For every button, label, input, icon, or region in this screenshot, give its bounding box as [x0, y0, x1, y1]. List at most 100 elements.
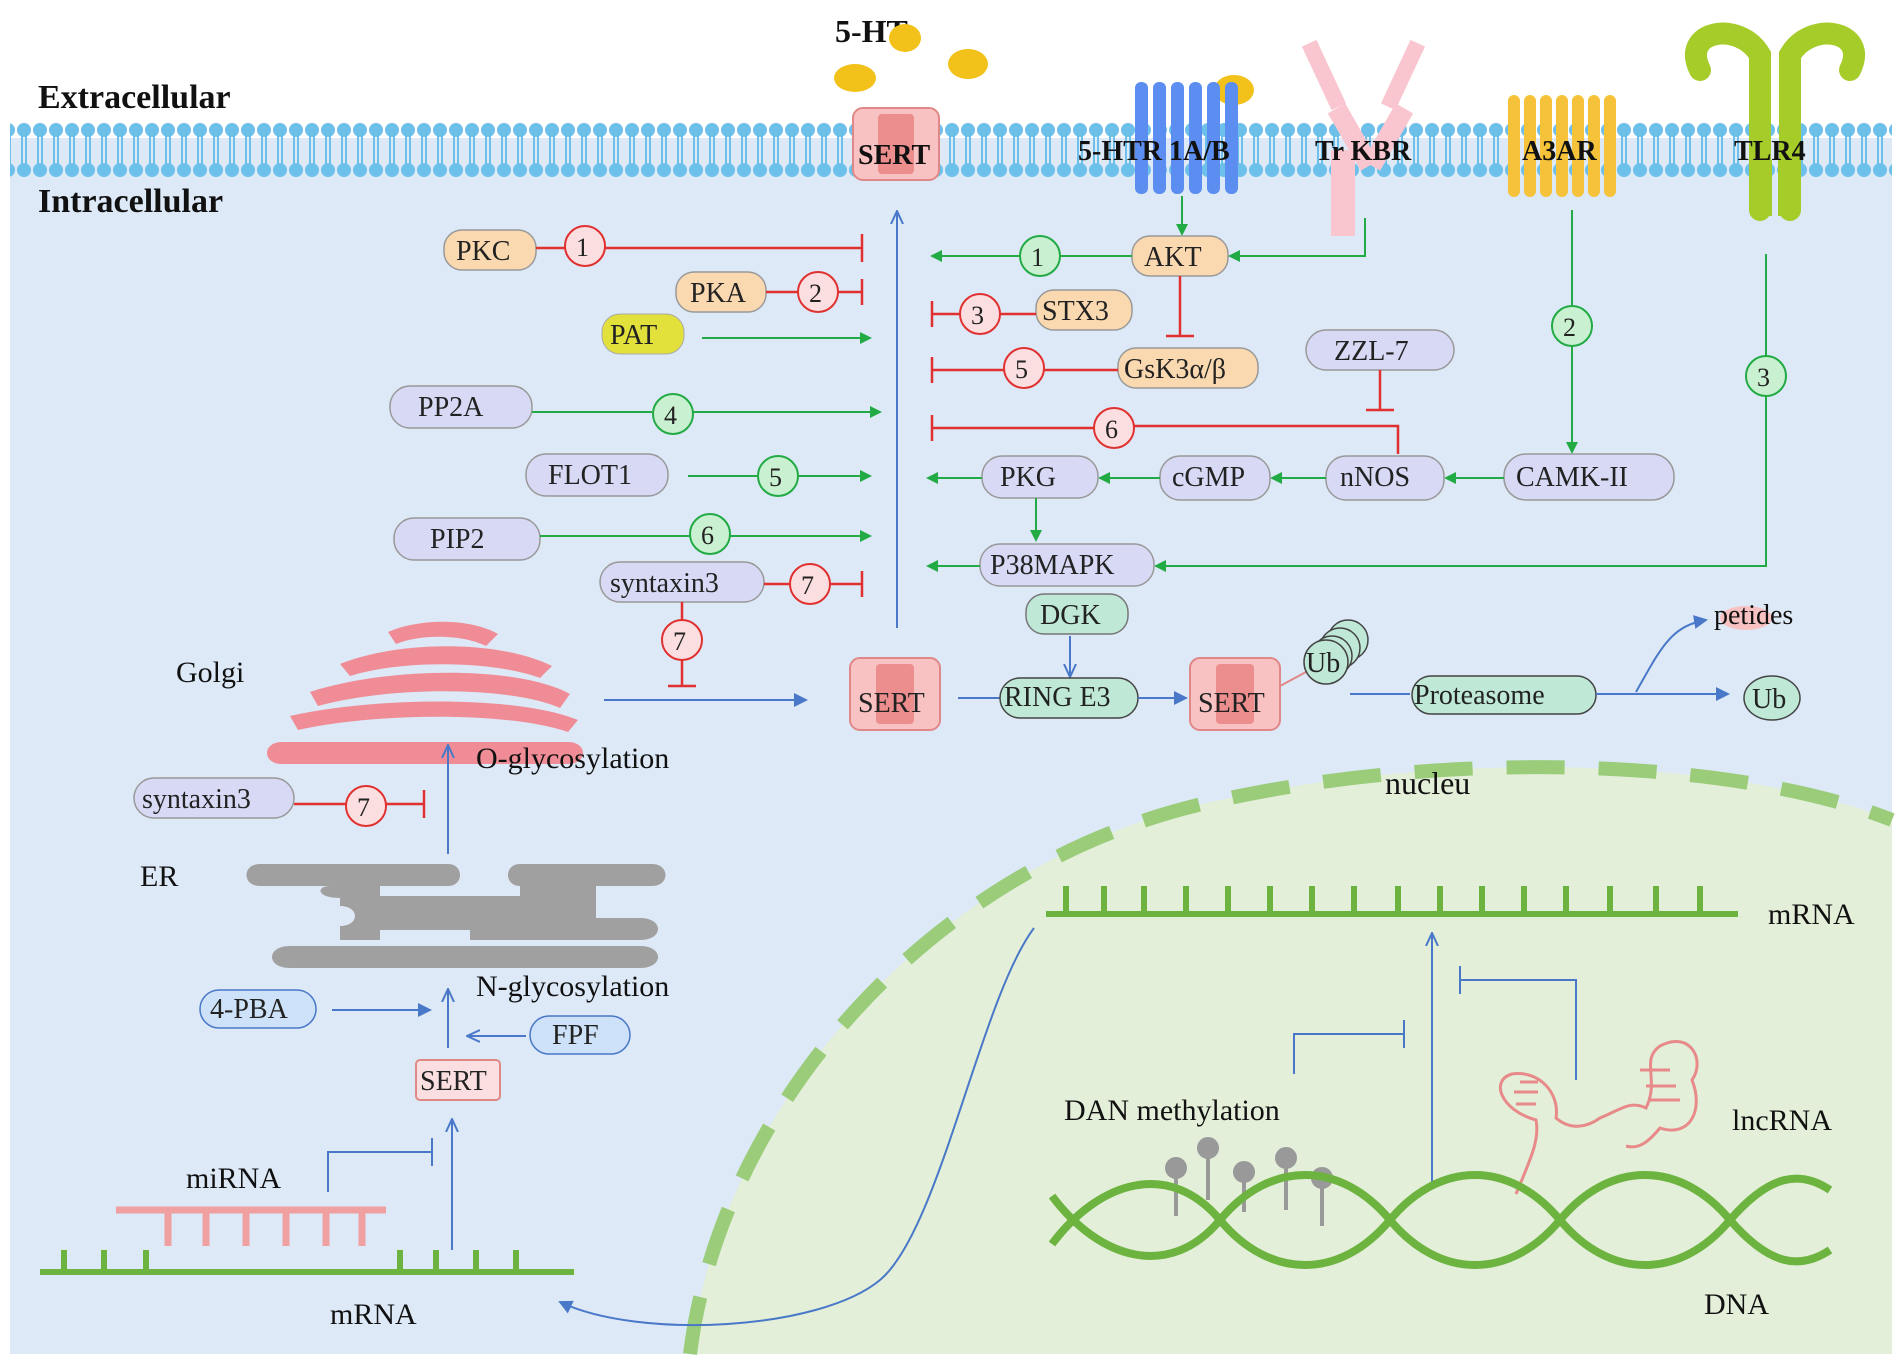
5htr-label: 5-HTR 1A/B	[1078, 136, 1230, 167]
serotonin-molecule	[834, 64, 876, 92]
camk2-label: CAMK-II	[1516, 462, 1628, 493]
syntaxin3-step-number: 7	[801, 571, 814, 600]
pp2a-step-badge	[652, 393, 694, 435]
dgk-node	[1025, 593, 1129, 635]
endoplasmic-reticulum	[246, 864, 666, 968]
a3ar-step-number: 2	[1563, 313, 1576, 342]
tlr4-to-p38-arrow	[1154, 396, 1767, 572]
pba-node	[199, 989, 317, 1029]
ub-free-node	[1743, 675, 1801, 721]
dna-label: DNA	[1704, 1288, 1769, 1321]
lncrna-inhibition	[1460, 979, 1577, 1080]
nuclear-mrna-label: mRNA	[1768, 898, 1855, 931]
stx3-label: STX3	[1042, 296, 1109, 327]
akt-step-number: 1	[1031, 243, 1044, 272]
lncrna-structure	[1499, 1039, 1699, 1195]
syntaxin3-er-step-number: 7	[357, 793, 370, 822]
stx3-step-number: 3	[971, 301, 984, 330]
gsk3-step-number: 5	[1015, 355, 1028, 384]
pat-label: PAT	[610, 320, 657, 351]
syntaxin3-label: syntaxin3	[610, 568, 719, 599]
ring-e3-label: RING E3	[1004, 682, 1111, 713]
pp2a-node	[389, 385, 533, 429]
tlr4-label: TLR4	[1734, 136, 1806, 167]
flot1-label: FLOT1	[548, 460, 632, 491]
dna-helix	[1048, 1171, 1833, 1269]
trkbr-receptor	[1301, 39, 1426, 236]
fpf-label: FPF	[552, 1020, 599, 1051]
ubiquitin-cluster: Ub	[1303, 619, 1369, 685]
pip2-label: PIP2	[430, 524, 484, 555]
ub-free-label: Ub	[1752, 684, 1786, 715]
sert-vesicle: SERT	[849, 657, 941, 731]
pp2a-step-number: 4	[664, 401, 677, 430]
sert-mid-label: SERT	[858, 688, 925, 719]
5htr-receptor	[1135, 82, 1238, 194]
nucleus-label: nucleu	[1385, 765, 1470, 801]
sert-transporter-membrane: SERT	[852, 107, 940, 181]
p38mapk-label: P38MAPK	[990, 550, 1114, 581]
cgmp-label: cGMP	[1172, 462, 1245, 493]
sert-ub-label: SERT	[1198, 688, 1265, 719]
pip2-step-badge	[689, 513, 731, 555]
zzl7-label: ZZL-7	[1334, 336, 1409, 367]
methylation-marks	[1165, 1137, 1333, 1226]
flot1-step-number: 5	[769, 463, 782, 492]
pip2-node	[393, 517, 541, 561]
extracellular-label: Extracellular	[38, 79, 231, 116]
methylation-label: DAN methylation	[1064, 1094, 1280, 1127]
sert-box-label: SERT	[420, 1066, 487, 1097]
nnos-step-number: 6	[1105, 415, 1118, 444]
lncrna-label: lncRNA	[1732, 1104, 1832, 1137]
pkc-step-number: 1	[576, 233, 589, 262]
nuclear-envelope	[683, 760, 1895, 1355]
gsk3-step-badge	[1003, 347, 1045, 389]
petides-blob	[1720, 606, 1772, 630]
pp2a-label: PP2A	[418, 392, 484, 423]
proteasome-to-petides-arrow	[1635, 615, 1708, 693]
methylation-inhibition	[1293, 1033, 1404, 1074]
serotonin-molecule	[948, 49, 988, 79]
dgk-label: DGK	[1040, 600, 1101, 631]
mirna-inhibition	[327, 1151, 432, 1192]
pkc-node	[443, 229, 537, 271]
pat-node	[601, 313, 685, 355]
ub-cluster-label: Ub	[1306, 648, 1340, 679]
gsk3-node	[1117, 347, 1259, 389]
tlr4-receptor	[1685, 22, 1865, 221]
n-glycosylation-label: N-glycosylation	[476, 970, 669, 1003]
pka-label: PKA	[690, 278, 747, 309]
golgi-apparatus	[267, 621, 583, 764]
nuclear-mrna	[1046, 886, 1738, 917]
cytoplasmic-mrna-label: mRNA	[330, 1298, 417, 1331]
sert-membrane-label: SERT	[858, 140, 930, 171]
sert-box-node	[415, 1059, 501, 1101]
trkbr-label: Tr KBR	[1315, 136, 1412, 167]
cytoplasmic-mrna	[40, 1250, 574, 1275]
nnos-label: nNOS	[1340, 462, 1410, 493]
a3ar-label: A3AR	[1522, 136, 1597, 167]
syntaxin3-er-label: syntaxin3	[142, 784, 251, 815]
er-label: ER	[140, 860, 178, 893]
mrna-export-arrow	[558, 927, 1035, 1327]
tlr4-step-number: 3	[1757, 363, 1770, 392]
gsk3-label: GsK3α/β	[1124, 354, 1226, 385]
pba-label: 4-PBA	[210, 994, 289, 1025]
intracellular-label: Intracellular	[38, 183, 223, 220]
syntaxin3-er-step-badge	[345, 785, 387, 827]
mirna-strand	[116, 1206, 386, 1246]
a3ar-receptor	[1508, 95, 1616, 197]
fpf-node	[529, 1015, 631, 1055]
pkc-step-badge	[564, 225, 606, 267]
mirna-label: miRNA	[186, 1162, 281, 1195]
o-glycosylation-label: O-glycosylation	[476, 742, 669, 775]
sert-ubiquitinated: SERT	[1189, 657, 1281, 731]
petides-label: petides	[1714, 600, 1793, 631]
pip2-step-number: 6	[701, 521, 714, 550]
syntaxin3-down-step-number: 7	[673, 627, 686, 656]
golgi-label: Golgi	[176, 656, 244, 689]
syntaxin3-er-node	[133, 777, 295, 819]
pkg-label: PKG	[1000, 462, 1056, 493]
flot1-node	[525, 453, 669, 497]
